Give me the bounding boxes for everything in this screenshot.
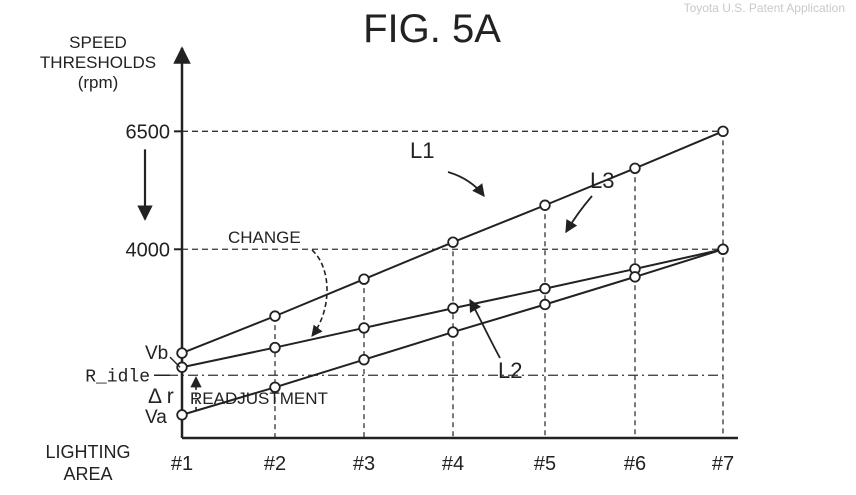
x-axis-label-line: AREA	[63, 464, 112, 484]
series-label-l1: L1	[410, 138, 434, 163]
series-label-l1-leader	[447, 171, 485, 198]
y-axis-label-line: SPEED	[69, 33, 127, 52]
x-axis-label-line: LIGHTING	[45, 442, 130, 462]
data-point-l1	[176, 347, 188, 359]
data-point-l1	[358, 273, 370, 285]
x-tick-label: #3	[353, 453, 375, 475]
series-label-l3: L3	[590, 168, 614, 193]
watermark: Toyota U.S. Patent Application	[684, 1, 845, 15]
data-point-l1	[539, 199, 551, 211]
data-point-l2	[358, 353, 370, 366]
series-label-l2-leader	[469, 298, 501, 359]
series-label-l2: L2	[498, 358, 522, 383]
axes	[173, 46, 738, 440]
data-point-l1	[629, 162, 641, 174]
series-label-l3-leader	[565, 195, 593, 234]
data-point-l3	[539, 282, 551, 295]
data-point-l2	[717, 243, 729, 255]
vb-leader	[169, 356, 181, 368]
x-tick-label: #6	[624, 453, 646, 475]
data-point-l1	[447, 236, 459, 248]
change-label: CHANGE	[228, 228, 301, 247]
r-idle-label: R_idle	[85, 367, 150, 387]
y-tick-label: 4000	[126, 239, 171, 261]
tick-labels: 6500 4000 #1 #2 #3 #4 #5 #6 #7	[126, 121, 735, 475]
x-tick-label: #5	[534, 453, 556, 475]
data-point-l3	[447, 302, 459, 314]
y-tick-label: 6500	[126, 121, 171, 143]
data-point-l3	[358, 322, 370, 334]
x-tick-label: #4	[442, 453, 464, 475]
figure-title: FIG. 5A	[363, 7, 501, 51]
data-point-l2	[447, 326, 459, 338]
readjustment-label: READJUSTMENT	[190, 389, 328, 408]
x-tick-label: #1	[171, 453, 193, 475]
y-axis-label-line: (rpm)	[78, 73, 119, 92]
change-arrow	[311, 249, 328, 337]
delta-r-label: Δ r	[148, 385, 174, 408]
data-point-l2	[539, 298, 551, 311]
x-tick-label: #7	[712, 453, 734, 475]
grid-lines	[168, 130, 724, 438]
y-axis-label-line: THRESHOLDS	[40, 53, 156, 72]
data-point-l3	[269, 341, 281, 354]
data-point-l2	[269, 381, 281, 393]
data-point-l1	[717, 125, 729, 138]
data-point-l1	[269, 310, 281, 322]
x-tick-label: #2	[264, 453, 286, 475]
va-label: Va	[145, 407, 167, 428]
data-point-l3	[176, 361, 188, 373]
vb-label: Vb	[145, 343, 168, 364]
data-point-l2	[176, 409, 188, 421]
data-point-l2	[629, 271, 641, 283]
series-lines	[176, 125, 729, 421]
